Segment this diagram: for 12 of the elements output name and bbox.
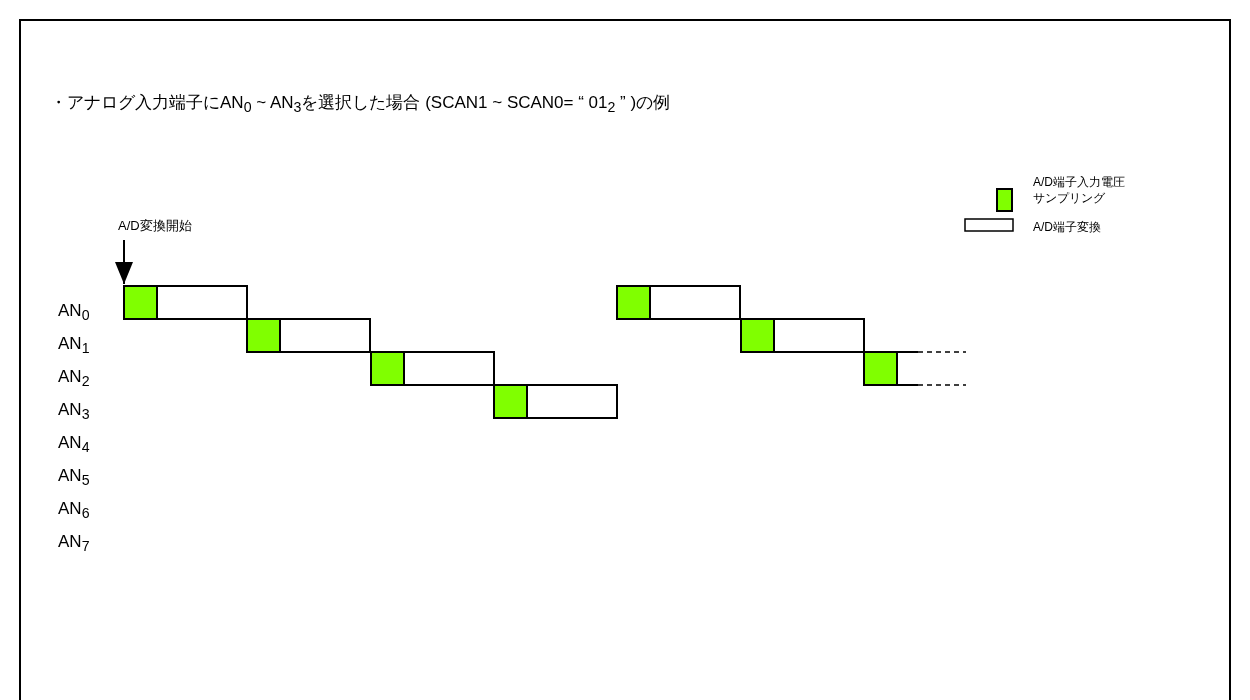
channel-label: AN$_{7}$ (58, 532, 90, 556)
legend-label: A/D端子変換 (1033, 220, 1101, 235)
channel-label: AN$_{0}$ (58, 301, 90, 325)
channel-label: AN$_{2}$ (58, 367, 90, 391)
channel-label: AN$_{4}$ (58, 433, 90, 457)
start-label: A/D変換開始 (118, 218, 192, 234)
channel-label: AN$_{3}$ (58, 400, 90, 424)
channel-label: AN$_{1}$ (58, 334, 90, 358)
title: ・アナログ入力端子にAN$_{0}$ ~ AN$_{3}$を選択した場合 (SCAN1 ~ SCAN0= “ 01$_{2}$ ” )の例 (50, 93, 671, 117)
channel-label: AN$_{5}$ (58, 466, 90, 490)
legend-label: A/D端子入力電圧サンプリング (1033, 174, 1126, 206)
channel-label: AN$_{6}$ (58, 499, 90, 523)
